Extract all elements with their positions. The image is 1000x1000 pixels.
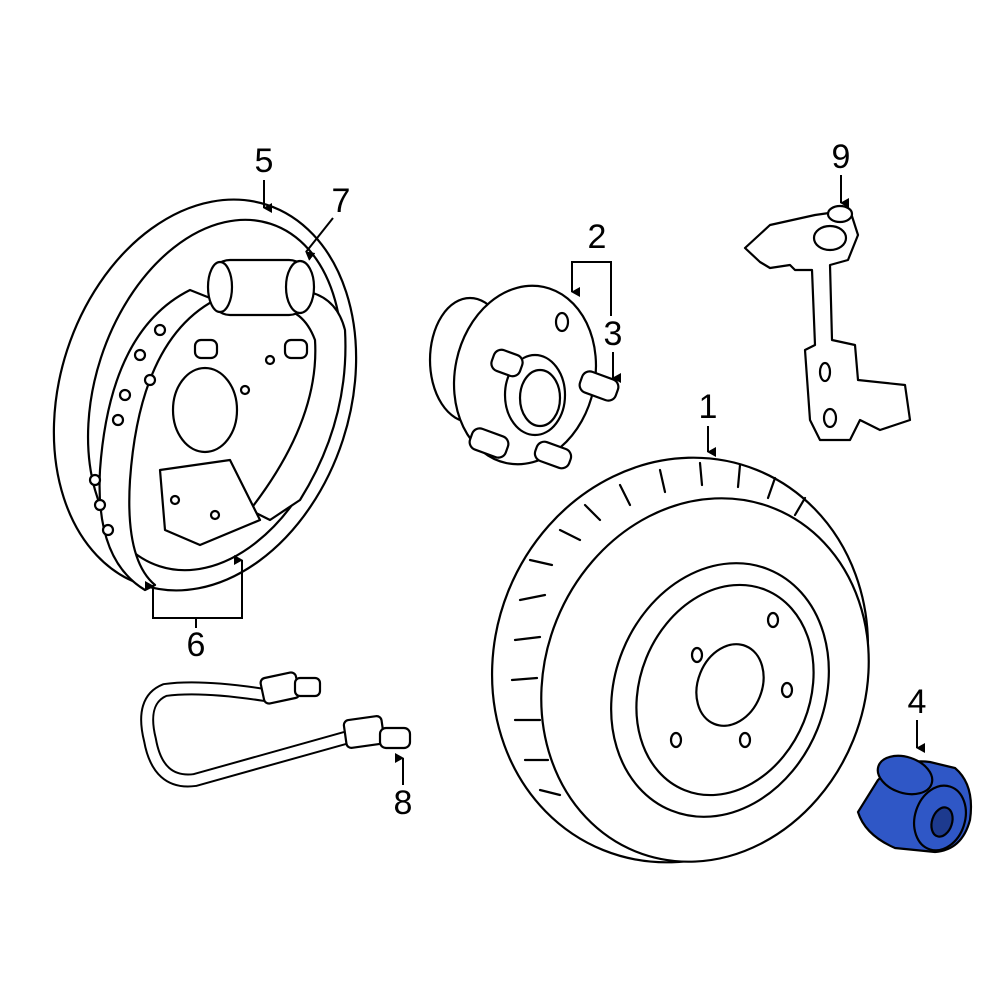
- callout-label-4: 4: [908, 683, 927, 721]
- brake-shoe-assembly[interactable]: [5, 160, 404, 630]
- callout-9: 9: [832, 138, 851, 208]
- callout-8: 8: [394, 753, 413, 822]
- callout-2: 2: [571, 218, 612, 316]
- callout-label-9: 9: [832, 138, 851, 176]
- brake-drum[interactable]: [432, 401, 929, 920]
- wheel-hub[interactable]: [428, 272, 621, 477]
- callout-label-6: 6: [187, 626, 206, 664]
- highlighted-bushing[interactable]: [856, 749, 974, 857]
- callout-label-1: 1: [699, 388, 718, 426]
- callout-5: 5: [255, 142, 274, 213]
- mounting-bracket[interactable]: [743, 204, 912, 442]
- callout-label-3: 3: [604, 315, 623, 353]
- callout-6: 6: [145, 555, 243, 664]
- callout-label-5: 5: [255, 142, 274, 180]
- callout-3: 3: [604, 315, 623, 383]
- brake-hose[interactable]: [140, 671, 412, 788]
- callout-label-8: 8: [394, 784, 413, 822]
- callout-label-2: 2: [588, 218, 607, 256]
- callout-1: 1: [699, 388, 718, 457]
- callout-7: 7: [305, 182, 351, 261]
- callout-4: 4: [908, 683, 927, 753]
- callout-label-7: 7: [332, 182, 351, 220]
